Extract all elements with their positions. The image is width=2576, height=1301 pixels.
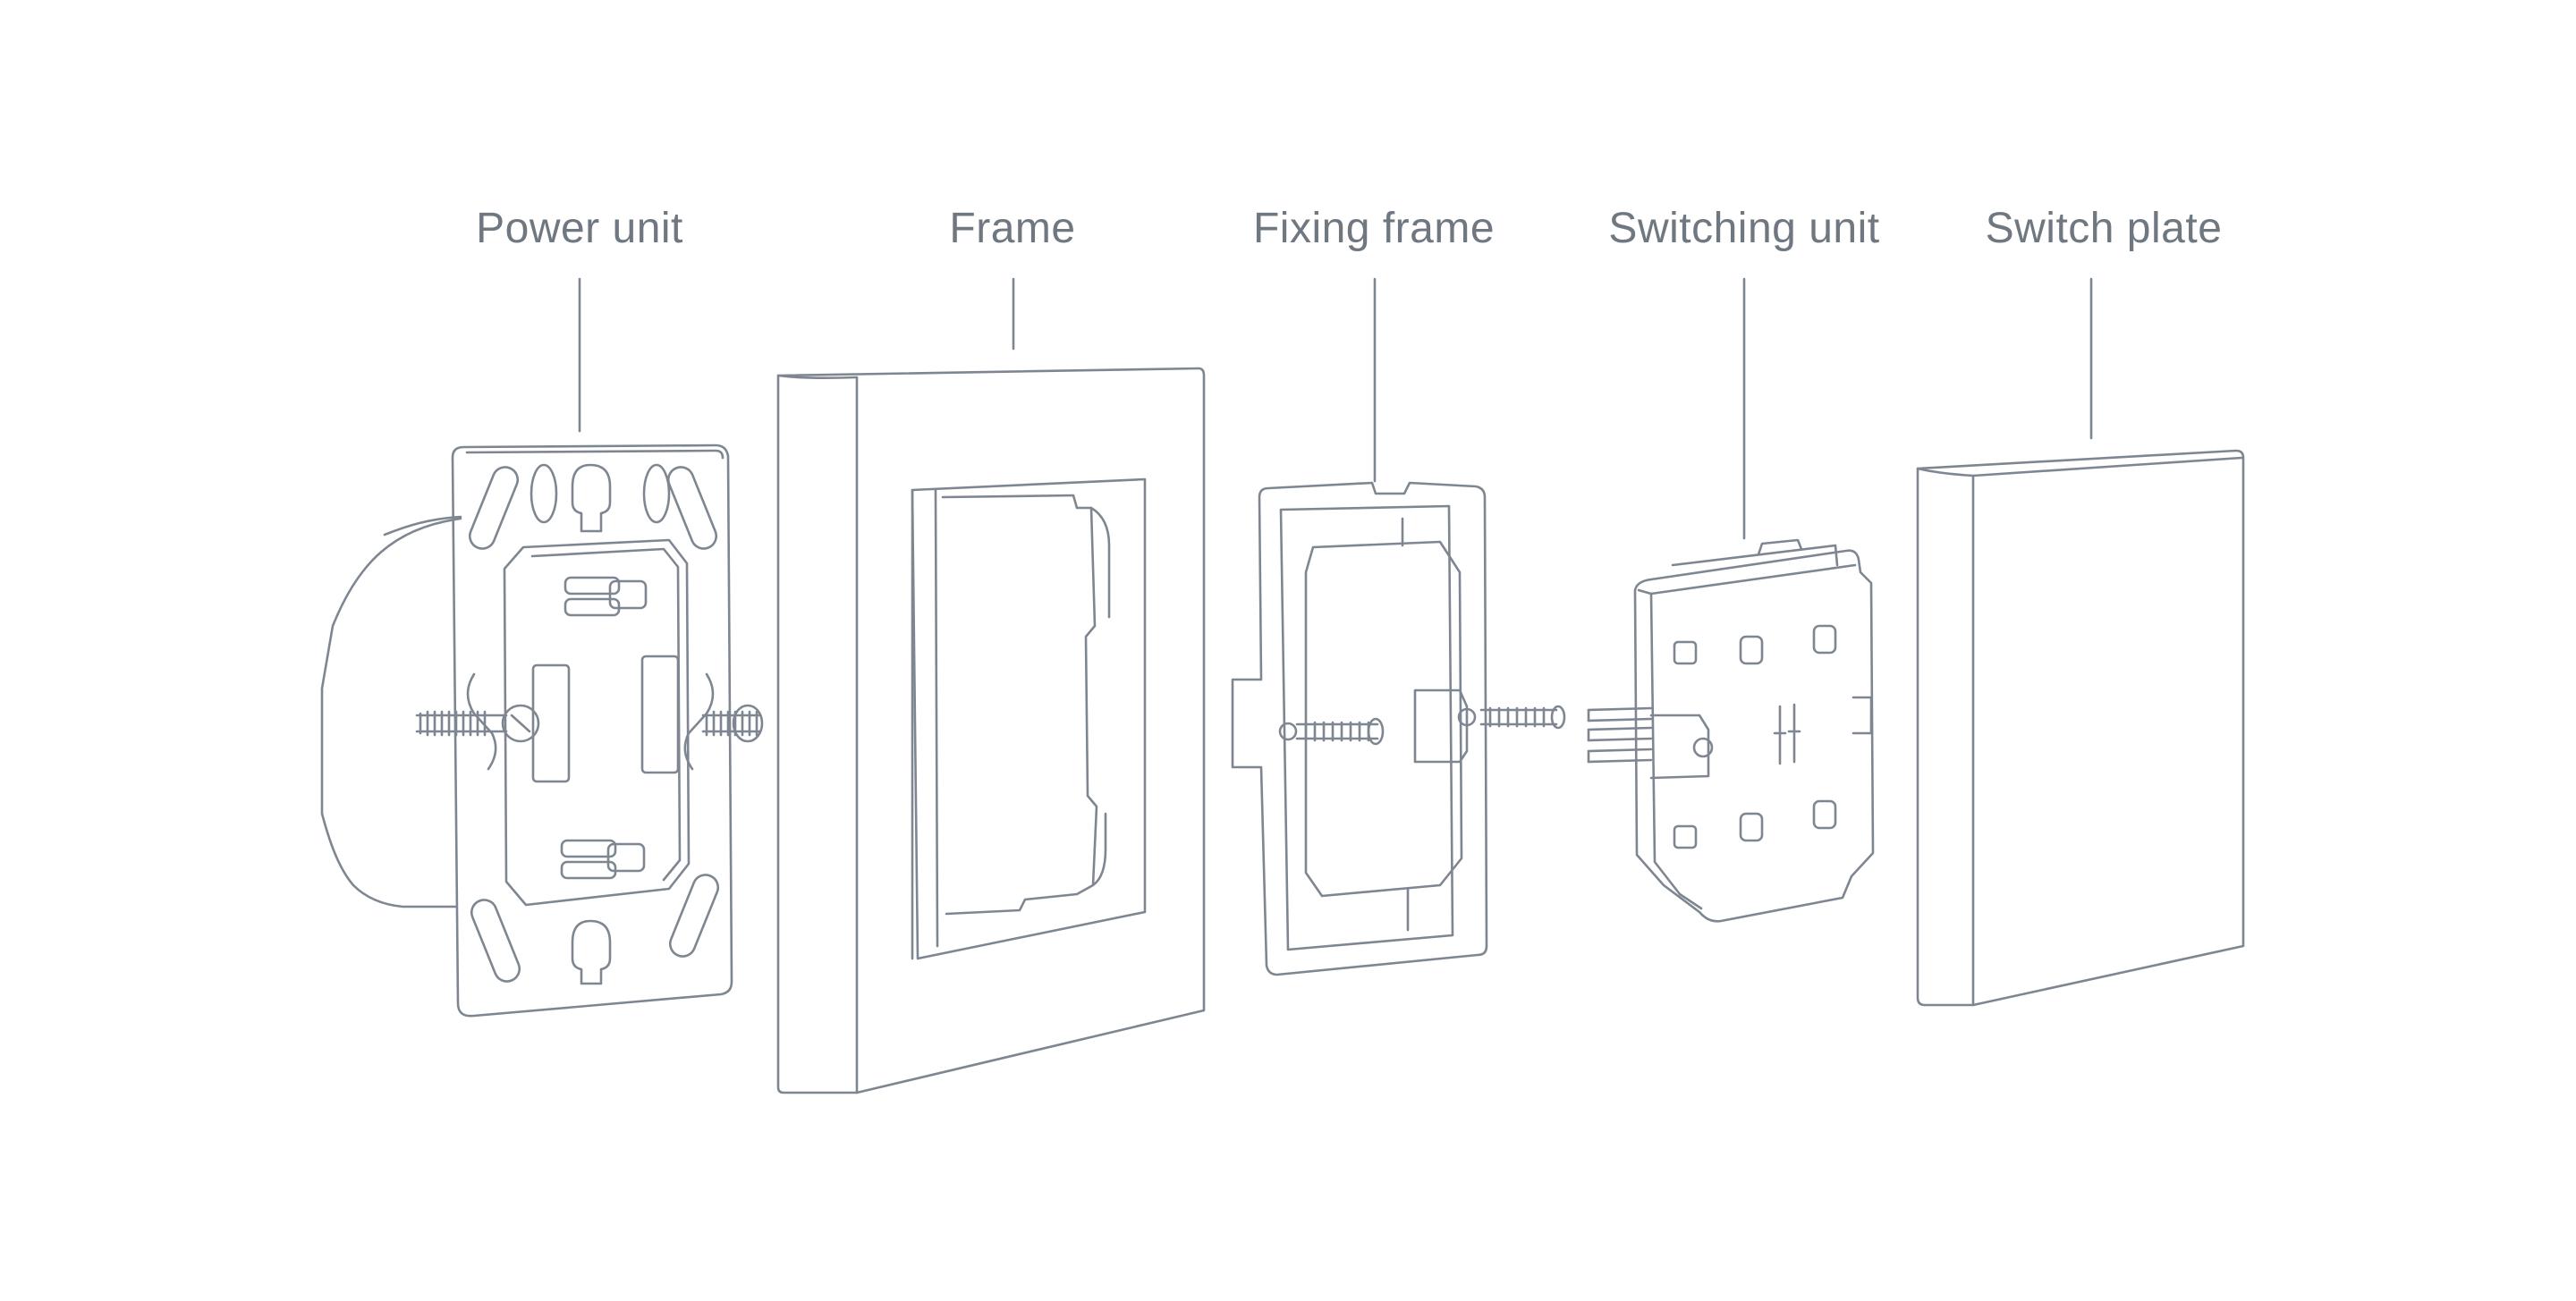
switching-unit-center-mark: [1773, 703, 1801, 765]
frame-opening: [911, 477, 1147, 960]
switching-unit-pivot: [1692, 737, 1714, 758]
frame-inner-lip: [941, 494, 1098, 916]
switch-plate-top-edge: [1916, 456, 2243, 477]
power-unit-housing-top: [383, 515, 462, 536]
fixing-frame-window: [1304, 540, 1463, 898]
switching-unit-top-ridge: [1671, 544, 1839, 567]
power-unit-housing: [320, 517, 462, 908]
frame-opening-depth: [934, 488, 939, 948]
claw-right: [683, 672, 715, 771]
fixing-frame-divider: [1401, 517, 1410, 932]
contact-top: [564, 576, 648, 617]
frame-outline: [776, 367, 1206, 1094]
label-fixing-frame: Fixing frame: [1252, 205, 1496, 252]
contact-bottom: [560, 839, 646, 880]
frame-top-edge: [776, 374, 859, 379]
switching-unit: [1587, 538, 1875, 923]
leader-lines: [578, 277, 2093, 540]
terminal-block-right: [640, 655, 680, 774]
switching-unit-side-clip: [1852, 696, 1873, 735]
inner-module-edge: [530, 547, 682, 882]
terminal-block-left: [531, 663, 571, 783]
hole-top-2: [642, 463, 671, 524]
switching-unit-keys: [1673, 624, 1837, 849]
claw-left: [466, 672, 497, 771]
label-frame: Frame: [949, 205, 1076, 252]
slot-bottom-left: [470, 899, 521, 983]
label-switching-unit: Switching unit: [1608, 205, 1880, 252]
fixing-frame-hole-left: [1278, 722, 1298, 741]
slot-top-left: [468, 466, 520, 550]
fixing-frame-outline: [1231, 481, 1488, 976]
label-power-unit: Power unit: [476, 205, 683, 252]
keyhole-bottom: [571, 919, 612, 985]
frame-inner-curve-bottom: [1091, 812, 1107, 887]
keyhole-top: [571, 463, 612, 533]
hole-top-1: [530, 463, 558, 524]
switching-unit-side: [1637, 588, 1703, 910]
switch-plate-outline: [1916, 449, 2245, 1007]
label-switch-plate: Switch plate: [1985, 205, 2223, 252]
fixing-frame-tab-right: [1413, 689, 1469, 764]
switching-unit-top-edge: [1649, 563, 1857, 596]
mounting-plate: [451, 444, 733, 1018]
switch-plate: [1916, 449, 2245, 1007]
switching-unit-outline: [1633, 549, 1875, 923]
screw-right: [701, 704, 764, 743]
frame: [776, 367, 1206, 1094]
switching-unit-top-tab: [1757, 538, 1803, 556]
fixing-frame: [1231, 481, 1566, 976]
switching-unit-connector: [1649, 714, 1710, 780]
inner-module: [503, 538, 691, 907]
screw-left: [415, 704, 540, 743]
slot-top-right: [666, 466, 718, 550]
switching-unit-pins: [1587, 706, 1653, 764]
slot-bottom-right: [668, 874, 720, 958]
fixing-screw-right: [1479, 705, 1566, 730]
fixing-screw-left: [1295, 717, 1385, 746]
fixing-frame-inner: [1279, 504, 1454, 951]
power-unit: [320, 444, 764, 1018]
fixing-frame-hole-right: [1457, 707, 1477, 727]
frame-inner-curve: [1089, 506, 1111, 619]
mounting-plate-rim: [465, 449, 724, 460]
